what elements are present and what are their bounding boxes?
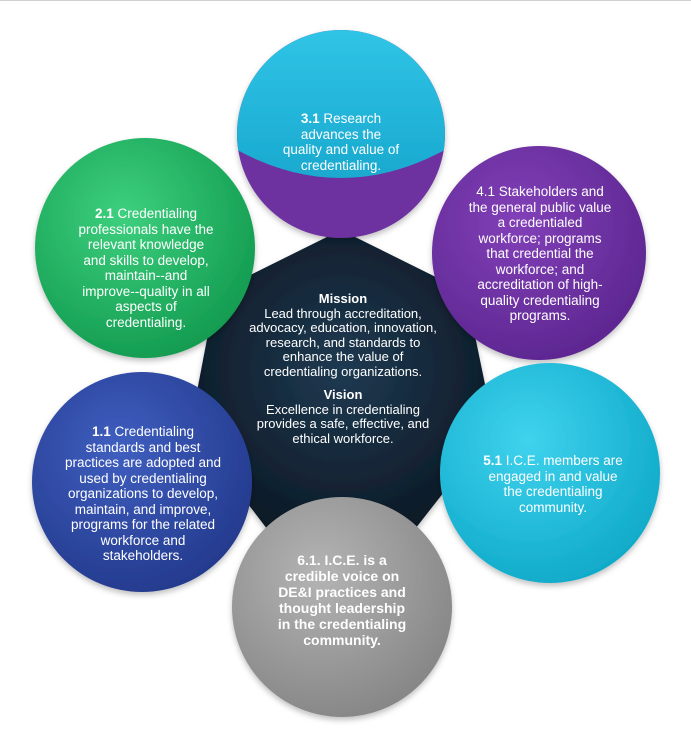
goal-standards-text: 1.1 Credentialing standards and best pra…: [63, 424, 223, 564]
goal-voice-body: 6.1. I.C.E. is a credible voice on DE&I …: [277, 552, 407, 648]
top-divider: [0, 0, 691, 1]
goal-research-number: 3.1: [300, 111, 320, 126]
goal-professionals-text: 2.1 Credentialing professionals have the…: [78, 206, 214, 330]
vision-text: Excellence in credentialing provides a s…: [256, 401, 430, 446]
circle-stakeholders: [432, 146, 646, 360]
circle-members: [440, 363, 660, 583]
goal-research-text: 3.1 Research advances the quality and va…: [281, 111, 401, 173]
goal-professionals-body: Credentialing professionals have the rel…: [78, 206, 214, 330]
circle-professionals: [35, 138, 255, 358]
mission-text: Lead through accreditation, advocacy, ed…: [249, 305, 437, 379]
circle-standards: [32, 372, 252, 592]
goal-standards-number: 1.1: [91, 424, 111, 439]
goal-members-number: 5.1: [483, 453, 502, 468]
goal-members-text: 5.1 I.C.E. members are engaged in and va…: [480, 453, 626, 515]
goal-voice-text: 6.1. I.C.E. is a credible voice on DE&I …: [277, 552, 407, 648]
center-heptagon: [190, 230, 494, 538]
goal-professionals-number: 2.1: [94, 206, 114, 221]
goal-stakeholders-body: 4.1 Stakeholders and the general public …: [468, 184, 612, 323]
goal-members-body: I.C.E. members are engaged in and value …: [488, 453, 623, 515]
goal-research-body: Research advances the quality and value …: [282, 111, 400, 173]
goal-stakeholders-text: 4.1 Stakeholders and the general public …: [468, 184, 612, 324]
goal-standards-body: Credentialing standards and best practic…: [64, 424, 222, 563]
vision-heading: Vision: [323, 387, 363, 402]
circle-research: [237, 30, 445, 238]
mission-vision-block: Mission Lead through accreditation, advo…: [245, 291, 441, 446]
mission-heading: Mission: [318, 291, 368, 306]
circle-voice: [232, 497, 452, 717]
